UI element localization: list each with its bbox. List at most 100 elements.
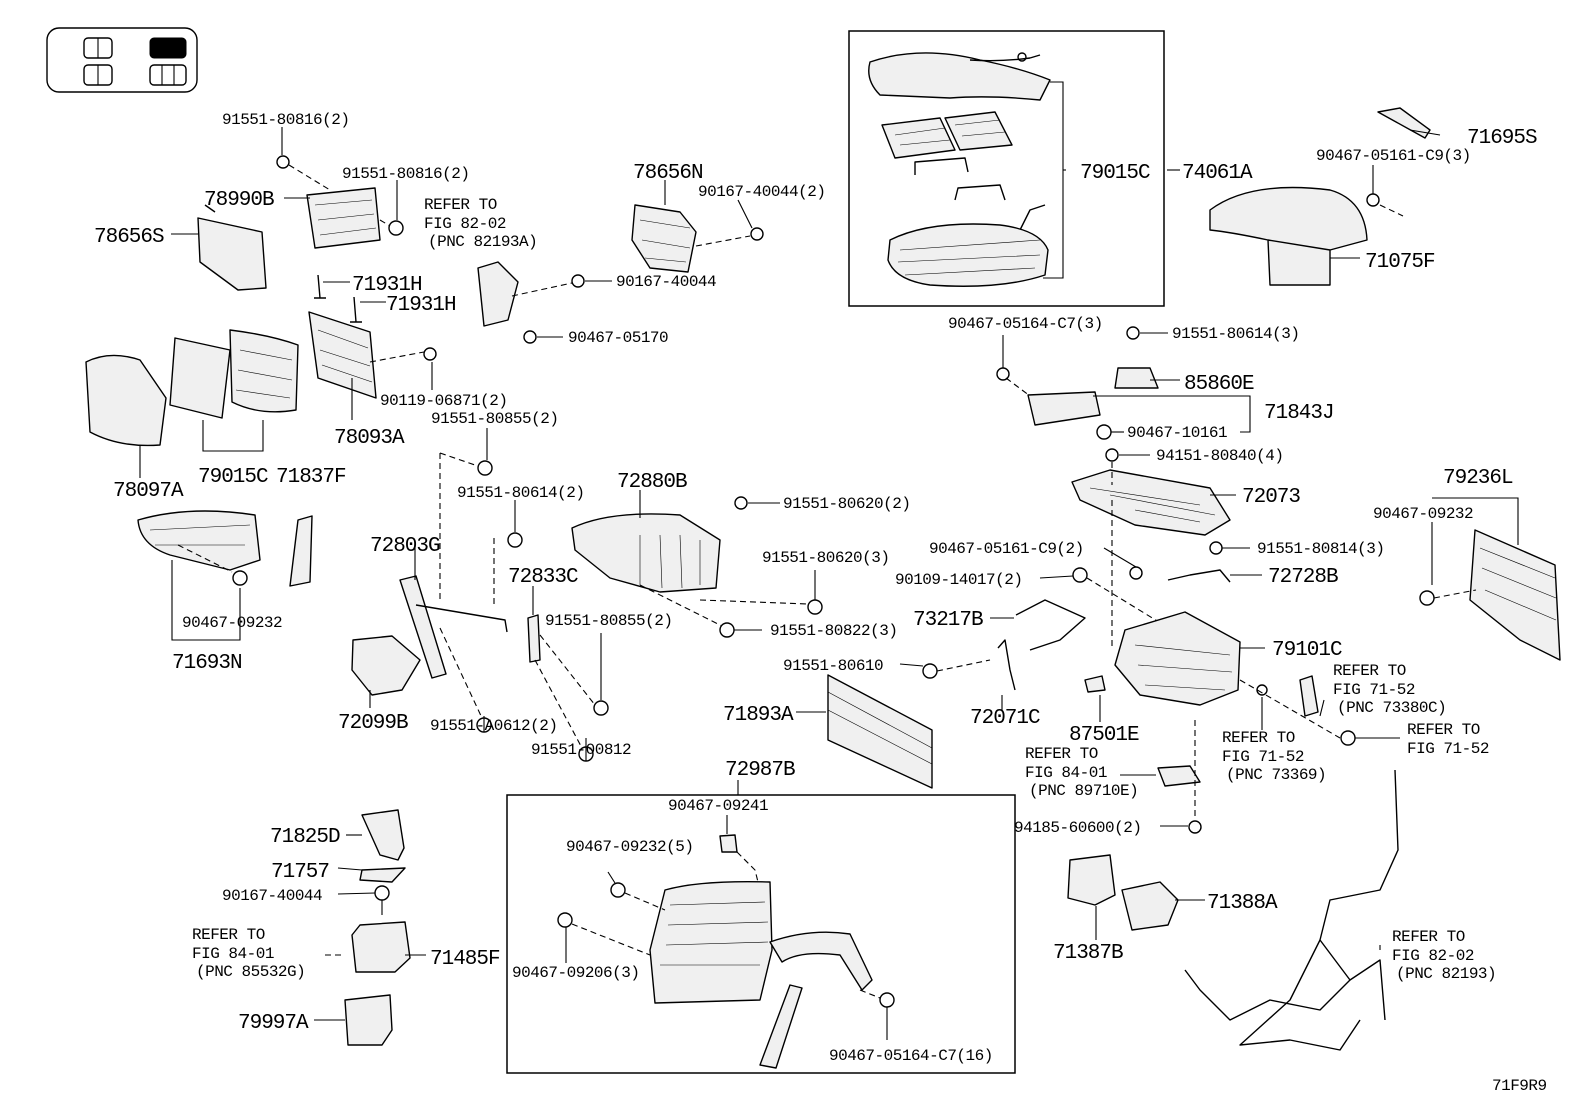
- diagram-code: 71F9R9: [1492, 1077, 1547, 1095]
- callout-79101C: 79101C: [1272, 639, 1342, 662]
- refer-fig-82-02-a: REFER TO FIG 82-02 (PNC 82193A): [424, 196, 538, 251]
- callout-72833C: 72833C: [508, 566, 578, 589]
- callout-72071C: 72071C: [970, 707, 1040, 730]
- callout-71757: 71757: [271, 861, 329, 884]
- svg-text:REFER TO: REFER TO: [1025, 745, 1098, 763]
- callout-78990B: 78990B: [204, 189, 274, 212]
- parts-illustration-right: [827, 107, 1561, 1051]
- callout-71075F: 71075F: [1365, 251, 1435, 274]
- refer-fig-84-01-a: REFER TO FIG 84-01 (PNC 89710E): [1025, 745, 1139, 800]
- callout-90467-05170: 90467-05170: [568, 329, 668, 347]
- callout-71387B: 71387B: [1053, 942, 1123, 965]
- callout-90167-40044-mid: 90167-40044: [616, 273, 716, 291]
- svg-text:FIG 71-52: FIG 71-52: [1222, 748, 1304, 766]
- svg-text:(PNC 89710E): (PNC 89710E): [1029, 782, 1138, 800]
- svg-text:FIG 82-02: FIG 82-02: [1392, 947, 1474, 965]
- svg-text:REFER TO: REFER TO: [424, 196, 497, 214]
- callout-71893A: 71893A: [723, 704, 794, 727]
- seatback-group-box: [506, 794, 1016, 1074]
- svg-text:REFER TO: REFER TO: [1333, 662, 1406, 680]
- callout-91551-80814: 91551-80814(3): [1257, 540, 1384, 558]
- callout-71931H-b: 71931H: [386, 294, 456, 317]
- callout-78097A: 78097A: [113, 480, 184, 503]
- refer-fig-71-52-a: REFER TO FIG 71-52 (PNC 73380C): [1333, 662, 1447, 717]
- callout-91551-80855-mid: 91551-80855(2): [545, 612, 672, 630]
- svg-text:FIG 84-01: FIG 84-01: [192, 945, 274, 963]
- callout-91551-A0612: 91551-A0612(2): [430, 717, 557, 735]
- callout-72099B: 72099B: [338, 712, 408, 735]
- callout-90467-05164-C7-3: 90467-05164-C7(3): [948, 315, 1103, 333]
- callout-74061A: 74061A: [1182, 162, 1253, 185]
- callout-78656N: 78656N: [633, 162, 703, 185]
- callout-91551-80855-top: 91551-80855(2): [431, 410, 558, 428]
- callout-94151-80840: 94151-80840(4): [1156, 447, 1283, 465]
- callout-90467-05164-C7-16: 90467-05164-C7(16): [829, 1047, 993, 1065]
- callout-90467-09206: 90467-09206(3): [512, 964, 639, 982]
- callout-71931H-a: 71931H: [352, 274, 422, 297]
- svg-text:REFER TO: REFER TO: [1407, 721, 1480, 739]
- callout-72880B: 72880B: [617, 471, 687, 494]
- svg-text:FIG 71-52: FIG 71-52: [1407, 740, 1489, 758]
- svg-text:REFER TO: REFER TO: [192, 926, 265, 944]
- callout-91551-80620-2: 91551-80620(2): [783, 495, 910, 513]
- callout-90467-09232-right: 90467-09232: [1373, 505, 1473, 523]
- callout-79236L: 79236L: [1443, 467, 1513, 490]
- callout-72803G: 72803G: [370, 535, 440, 558]
- refer-fig-71-52-c: REFER TO FIG 71-52: [1407, 721, 1489, 758]
- callout-91551-80816-b: 91551-80816(2): [342, 165, 469, 183]
- callout-90167-40044-2: 90167-40044(2): [698, 183, 825, 201]
- seat-rear-right-icon: [149, 64, 187, 86]
- callout-71388A: 71388A: [1207, 892, 1278, 915]
- callout-90467-05161-C9-2: 90467-05161-C9(2): [929, 540, 1084, 558]
- leader-lines: [139, 127, 1441, 1040]
- callout-90167-40044-lower: 90167-40044: [222, 887, 322, 905]
- callout-71825D: 71825D: [270, 826, 340, 849]
- callout-85860E: 85860E: [1184, 373, 1254, 396]
- callout-90467-09232-left: 90467-09232: [182, 614, 282, 632]
- seat-front-right-icon-highlighted: [149, 37, 187, 59]
- callout-78093A: 78093A: [334, 427, 405, 450]
- callout-91551-80614: 91551-80614(2): [457, 484, 584, 502]
- callout-90467-05161-C9-3: 90467-05161-C9(3): [1316, 147, 1471, 165]
- svg-text:(PNC 85532G): (PNC 85532G): [196, 963, 305, 981]
- svg-text:REFER TO: REFER TO: [1392, 928, 1465, 946]
- svg-text:FIG 71-52: FIG 71-52: [1333, 681, 1415, 699]
- seatback-parts-illustration: [557, 834, 895, 1069]
- seat-locator-icon: [46, 27, 198, 93]
- callout-91551-80816-top: 91551-80816(2): [222, 111, 349, 129]
- callout-91551-80610: 91551-80610: [783, 657, 883, 675]
- callout-72073: 72073: [1242, 486, 1300, 509]
- reference-notes: REFER TO FIG 82-02 (PNC 82193A) REFER TO…: [192, 196, 1497, 983]
- callout-73217B: 73217B: [913, 609, 983, 632]
- cushion-group-box: [848, 30, 1165, 307]
- callout-87501E: 87501E: [1069, 724, 1139, 747]
- callout-90467-10161: 90467-10161: [1127, 424, 1227, 442]
- callout-71837F: 71837F: [276, 466, 346, 489]
- svg-text:(PNC 73369): (PNC 73369): [1226, 766, 1326, 784]
- callout-91551-80614-3: 91551-80614(3): [1172, 325, 1299, 343]
- refer-fig-71-52-b: REFER TO FIG 71-52 (PNC 73369): [1222, 729, 1327, 784]
- svg-text:FIG 82-02: FIG 82-02: [424, 215, 506, 233]
- svg-text:(PNC 82193): (PNC 82193): [1396, 965, 1496, 983]
- callout-72728B: 72728B: [1268, 566, 1338, 589]
- callout-90467-09232-5: 90467-09232(5): [566, 838, 693, 856]
- callout-71693N: 71693N: [172, 652, 242, 675]
- callout-71843J: 71843J: [1264, 402, 1334, 425]
- callout-labels: 91551-80816(2) 91551-80816(2) 78990B 786…: [94, 111, 1538, 1065]
- callout-90109-14017: 90109-14017(2): [895, 571, 1022, 589]
- callout-94185-60600: 94185-60600(2): [1014, 819, 1141, 837]
- callout-79015C-box: 79015C: [1080, 162, 1150, 185]
- callout-91551-00812: 91551-00812: [531, 741, 631, 759]
- callout-79015C-left: 79015C: [198, 466, 268, 489]
- svg-text:(PNC 73380C): (PNC 73380C): [1337, 699, 1446, 717]
- svg-text:(PNC 82193A): (PNC 82193A): [428, 233, 537, 251]
- refer-fig-82-02-b: REFER TO FIG 82-02 (PNC 82193): [1392, 928, 1497, 983]
- callout-91551-80822: 91551-80822(3): [770, 622, 897, 640]
- callout-91551-80620-3: 91551-80620(3): [762, 549, 889, 567]
- callout-90467-09241: 90467-09241: [668, 797, 768, 815]
- refer-fig-84-01-b: REFER TO FIG 84-01 (PNC 85532G): [192, 926, 306, 981]
- parts-illustration-lower-left: [325, 809, 411, 1046]
- callout-90119-06871: 90119-06871(2): [380, 392, 507, 410]
- parts-illustration-left: [85, 155, 823, 762]
